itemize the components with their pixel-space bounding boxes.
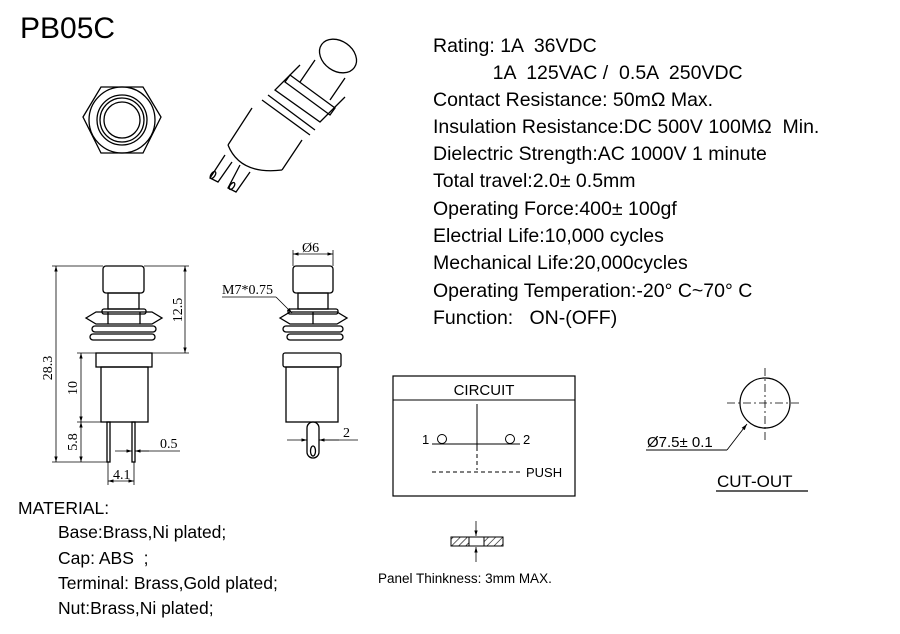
terminal-1-contact-icon [437,434,447,444]
cutout-diagram: Ø7.5± 0.1 CUT-OUT [646,368,808,492]
spec-dielectric-strength: Dielectric Strength:AC 1000V 1 minute [433,143,767,165]
material-item: Nut:Brass,Ni plated; [58,598,214,618]
spec-insulation-resistance: Insulation Resistance:DC 500V 100MΩ Min. [433,116,820,138]
circuit-terminal-2: 2 [523,432,530,447]
spec-rating-ac: 1A 125VAC / 0.5A 250VDC [433,62,743,84]
side-view-dimensioned [84,265,164,463]
spec-mechanical-life: Mechanical Life:20,000cycles [433,252,688,274]
panel-thickness-label: Panel Thinkness: 3mm MAX. [378,571,552,586]
spec-rating: Rating: 1A 36VDC [433,35,597,57]
dimension-labels: 28.3 12.5 10 5.8 0.5 4.1 Ø6 M7*0.75 2 [41,241,350,483]
dim-cap-height: 12.5 [171,298,186,323]
panel-thickness-diagram: Panel Thinkness: 3mm MAX. [378,521,552,586]
material-heading: MATERIAL: [18,498,110,518]
dimension-lines [52,250,358,485]
dim-terminal-pitch: 4.1 [113,468,131,483]
cutout-label: CUT-OUT [717,472,793,491]
spec-contact-resistance: Contact Resistance: 50mΩ Max. [433,89,714,111]
isometric-view-switch [209,38,358,193]
part-number-title: PB05C [20,12,116,45]
circuit-push-label: PUSH [526,465,562,480]
dim-terminal-length: 5.8 [66,433,81,451]
circuit-terminal-1: 1 [422,432,429,447]
spec-total-travel: Total travel:2.0± 0.5mm [433,170,636,192]
circuit-diagram: CIRCUIT 1 2 PUSH [392,375,576,497]
dim-terminal-width: 2 [343,426,350,441]
circuit-title: CIRCUIT [454,382,515,399]
dim-terminal-thickness: 0.5 [160,437,178,452]
spec-operating-temperature: Operating Temperation:-20° C~70° C [433,280,753,302]
side-view-front [278,265,349,459]
dim-overall-height: 28.3 [41,356,56,381]
cutout-diameter: Ø7.5± 0.1 [647,434,713,451]
dim-body-height: 10 [66,381,81,395]
terminal-2-contact-icon [505,434,515,444]
spec-function: Function: ON-(OFF) [433,307,618,329]
spec-operating-force: Operating Force:400± 100gf [433,198,677,220]
dim-cap-diameter: Ø6 [302,241,319,256]
front-view-hex-nut [82,86,162,154]
spec-electrical-life: Electrial Life:10,000 cycles [433,225,664,247]
material-item: Terminal: Brass,Gold plated; [58,573,278,593]
material-item: Base:Brass,Ni plated; [58,522,227,542]
material-item: Cap: ABS ; [58,548,149,568]
dim-thread: M7*0.75 [222,283,273,298]
